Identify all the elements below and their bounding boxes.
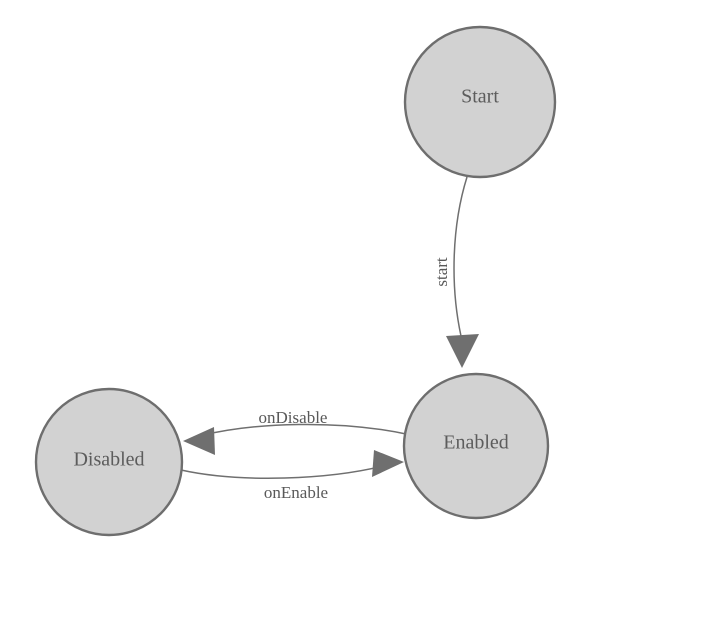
arrowhead-down-icon — [446, 334, 479, 368]
transition-edge-path — [198, 423, 407, 437]
state-node-shape — [34, 387, 184, 537]
state-node-label-disabled: Disabled — [73, 449, 144, 471]
state-node-label-enabled: Enabled — [443, 432, 509, 454]
transition-edge-path — [453, 176, 468, 337]
state-node-disabled[interactable]: Disabled — [34, 387, 184, 537]
state-node-shape — [403, 25, 557, 179]
transition-edge-path — [180, 464, 388, 479]
transition-label-ondisable: onDisable — [259, 408, 328, 427]
transition-enabled-to-disabled[interactable]: onDisable — [183, 408, 407, 455]
transition-start-to-enabled[interactable]: start — [432, 176, 479, 368]
state-node-enabled[interactable]: Enabled — [402, 372, 550, 520]
arrowhead-right-icon — [372, 450, 404, 477]
state-node-start[interactable]: Start — [403, 25, 557, 179]
transition-label-onenable: onEnable — [264, 483, 328, 502]
transition-label-start: start — [432, 257, 451, 287]
transition-disabled-to-enabled[interactable]: onEnable — [180, 450, 404, 502]
state-node-label-start: Start — [461, 86, 499, 108]
state-node-shape — [402, 372, 550, 520]
arrowhead-left-icon — [183, 427, 215, 455]
